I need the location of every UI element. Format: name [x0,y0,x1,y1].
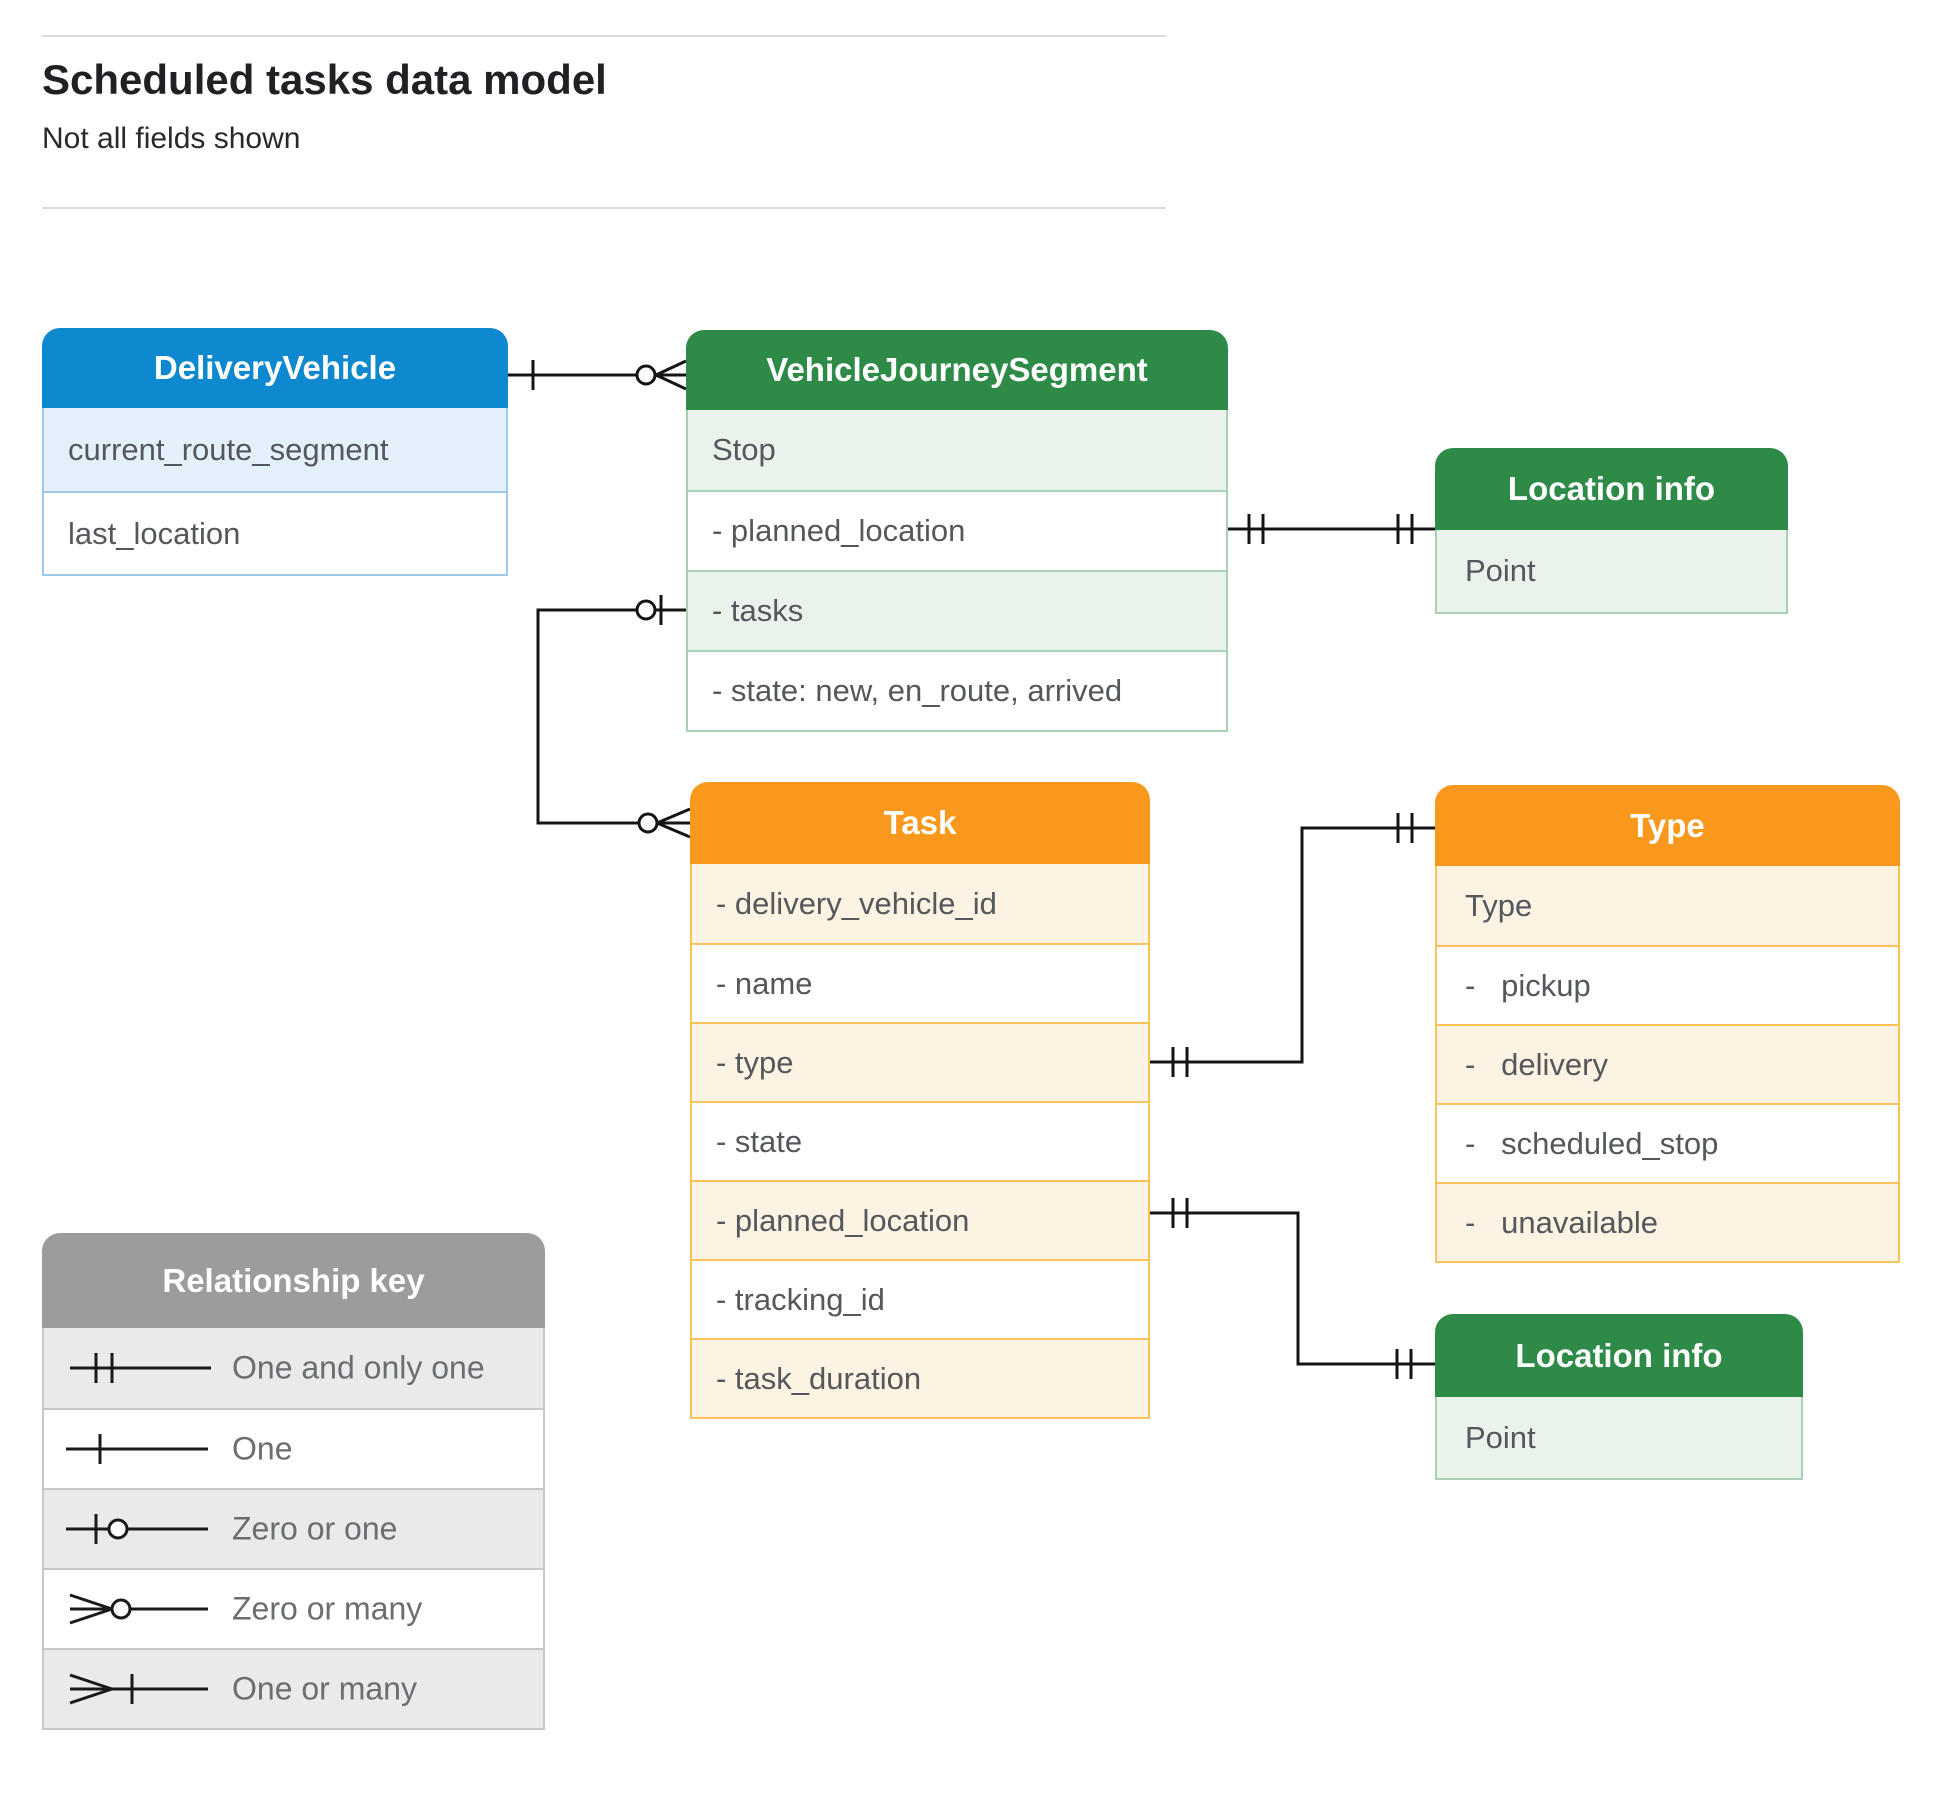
entity-row: - tasks [688,570,1226,650]
connector-vjs-locationinfo-top [1228,514,1435,544]
one-symbol [66,1434,208,1464]
legend-label: One [232,1430,293,1467]
entity-row: - delivery_vehicle_id [692,864,1148,943]
entity-location-info-top: Location info Point [1435,448,1788,614]
entity-row: - tracking_id [692,1259,1148,1338]
entity-location-info-bottom: Location info Point [1435,1314,1803,1480]
one-and-only-one-symbol [70,1353,211,1383]
legend: Relationship key One and only one One [42,1233,545,1730]
entity-row: - name [692,943,1148,1022]
entity-row: current_route_segment [44,408,506,491]
entity-row: - type [692,1022,1148,1101]
legend-row: One or many [44,1648,543,1728]
page-title: Scheduled tasks data model [42,56,607,103]
one-or-many-symbol [69,1673,208,1705]
entity-type: Type Type - pickup - delivery - schedule… [1435,785,1900,1263]
entity-row: - scheduled_stop [1437,1103,1898,1182]
connector-deliveryvehicle-vehiclejourneysegment [508,359,687,391]
legend-row: Zero or one [44,1488,543,1568]
connector-vjs-task [536,595,691,839]
legend-label: Zero or many [232,1590,423,1627]
entity-row: Type [1437,866,1898,945]
divider-top [42,35,1166,37]
entity-row: - task_duration [692,1338,1148,1417]
zero-or-many-symbol [69,1593,208,1625]
entity-title: VehicleJourneySegment [686,330,1228,410]
page-subtitle: Not all fields shown [42,122,301,155]
entity-row: - pickup [1437,945,1898,1024]
connector-task-type [1150,813,1435,1077]
entity-title: DeliveryVehicle [42,328,508,408]
entity-row: - planned_location [688,490,1226,570]
entity-title: Task [690,782,1150,864]
divider-bottom [42,207,1166,209]
entity-row: - delivery [1437,1024,1898,1103]
entity-row: - state [692,1101,1148,1180]
legend-label: One and only one [232,1349,485,1386]
entity-delivery-vehicle: DeliveryVehicle current_route_segment la… [42,328,508,576]
legend-row: One and only one [44,1328,543,1408]
entity-row: Point [1437,530,1786,612]
entity-title: Location info [1435,448,1788,530]
entity-task: Task - delivery_vehicle_id - name - type… [690,782,1150,1419]
entity-title: Location info [1435,1314,1803,1397]
entity-row: last_location [44,491,506,574]
zero-or-one-symbol [66,1514,208,1544]
entity-row: - planned_location [692,1180,1148,1259]
entity-vehicle-journey-segment: VehicleJourneySegment Stop - planned_loc… [686,330,1228,732]
entity-row: Point [1437,1397,1801,1478]
legend-title: Relationship key [42,1233,545,1328]
entity-title: Type [1435,785,1900,866]
legend-label: One or many [232,1670,417,1707]
entity-row: - unavailable [1437,1182,1898,1261]
entity-row: - state: new, en_route, arrived [688,650,1226,730]
legend-row: Zero or many [44,1568,543,1648]
entity-row: Stop [688,410,1226,490]
legend-row: One [44,1408,543,1488]
legend-label: Zero or one [232,1510,398,1547]
connector-task-locationinfo-bottom [1150,1198,1435,1379]
